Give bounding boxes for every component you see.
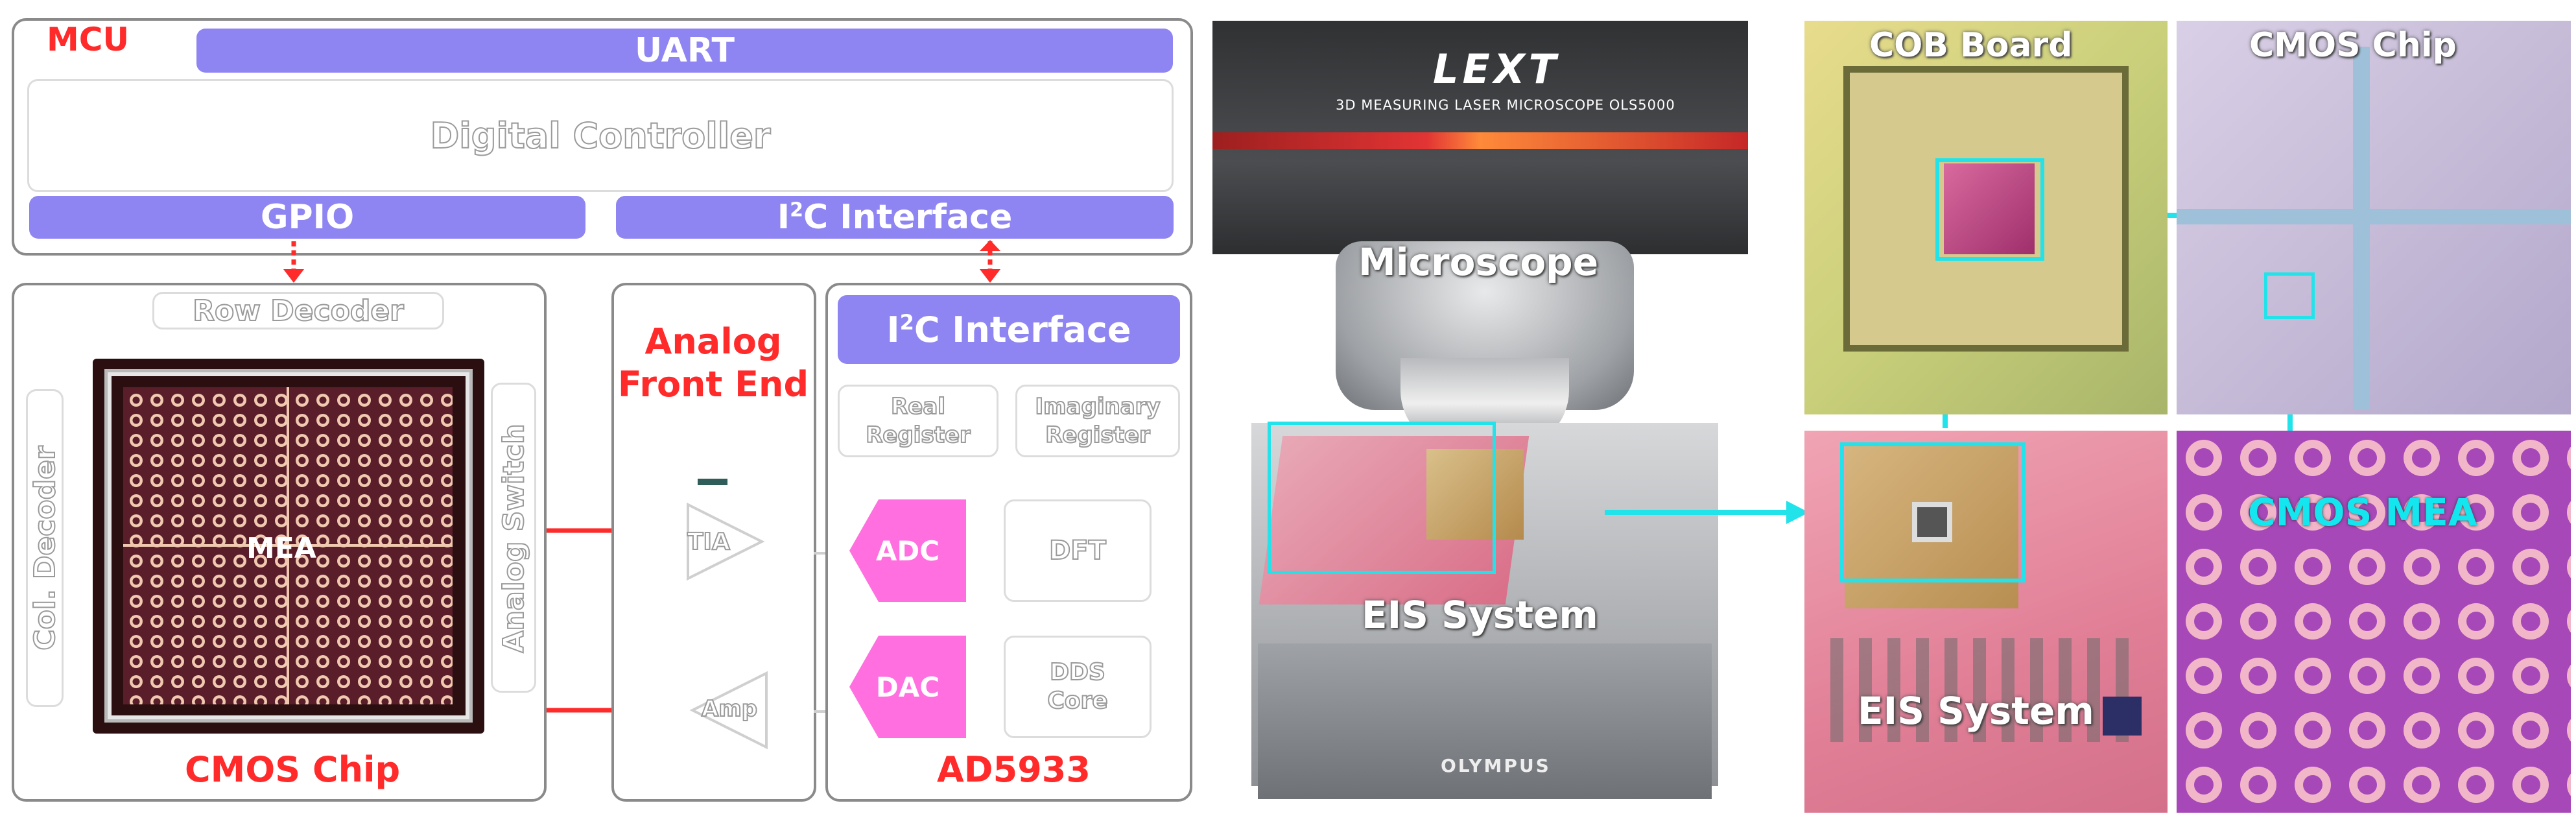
mcu-i2c-bar: I2C Interface	[616, 196, 1174, 239]
dds-line2: Core	[1046, 687, 1108, 715]
dft-block: DFT	[1004, 499, 1152, 602]
eis-ic	[2103, 697, 2142, 736]
uart-bar: UART	[196, 29, 1173, 73]
model-text: 3D MEASURING LASER MICROSCOPE OLS5000	[1336, 97, 1675, 113]
tia-label: TIA	[687, 528, 731, 556]
olympus-logo: OLYMPUS	[1441, 755, 1551, 776]
mea-electrode-array	[123, 387, 453, 704]
afe-marker	[698, 479, 727, 485]
dac-label: DAC	[875, 671, 940, 703]
row-decoder-label: Row Decoder	[192, 294, 405, 328]
eis-system-label: EIS System	[1362, 593, 1598, 637]
mea-chip-rim	[104, 369, 473, 723]
cob-board-photo: COB Board	[1804, 21, 2168, 414]
eis-system-photo-label: EIS System	[1858, 689, 2094, 733]
adc-label: ADC	[875, 534, 940, 567]
imaginary-register-line1: Imaginary	[1034, 393, 1161, 420]
afe-title-line2: Front End	[617, 364, 809, 405]
afe-title-line1: Analog	[644, 321, 782, 362]
cob-board-label: COB Board	[1869, 26, 2073, 65]
amp-triangle	[689, 671, 768, 750]
eis-system-photo: EIS System	[1804, 431, 2168, 813]
row-decoder: Row Decoder	[152, 292, 444, 329]
imaginary-register-line2: Register	[1045, 422, 1151, 449]
ad5933-i2c-bar: I2C Interface	[838, 295, 1180, 364]
microscope-label: Microscope	[1358, 240, 1599, 284]
dds-line1: DDS	[1049, 658, 1106, 686]
mea-label: MEA	[246, 532, 316, 565]
eis-cob-box	[1840, 442, 2026, 582]
cmos-chip-caption: CMOS Chip	[185, 749, 401, 790]
real-register-line1: Real	[890, 393, 946, 420]
digital-controller-label: Digital Controller	[429, 115, 771, 157]
eis-components	[1830, 638, 2129, 742]
amp-label: Amp	[701, 695, 758, 723]
mcu-i2c-label: I2C Interface	[777, 198, 1013, 237]
eis-cob-chip	[1912, 502, 1952, 542]
gpio-label: GPIO	[260, 198, 355, 237]
stage-highlight-box	[1268, 422, 1496, 574]
brand-logo: LEXT	[1433, 45, 1560, 93]
tia-triangle	[687, 502, 765, 581]
cmos-chip-photo-label: CMOS Chip	[2249, 26, 2457, 65]
real-register: Real Register	[838, 385, 998, 457]
gpio-bar: GPIO	[29, 196, 585, 239]
red-stripe	[1212, 132, 1748, 149]
analog-switch	[491, 383, 536, 693]
cmos-chip-cross-v	[2353, 47, 2370, 410]
cmos-chip-region-box	[2264, 272, 2315, 319]
mcu-title: MCU	[47, 21, 130, 58]
cob-on-stage	[1426, 449, 1524, 540]
real-register-line2: Register	[865, 422, 971, 449]
ad5933-i2c-label: I2C Interface	[886, 309, 1131, 350]
cmos-mea-electrodes	[2177, 431, 2571, 813]
cmos-chip-cross-h	[2177, 209, 2571, 224]
cmos-mea-label: CMOS MEA	[2248, 490, 2477, 534]
cob-die-box	[1935, 158, 2044, 261]
dft-label: DFT	[1048, 535, 1107, 566]
digital-controller: Digital Controller	[27, 79, 1174, 192]
col-decoder	[26, 389, 64, 707]
stage-front	[1258, 643, 1712, 799]
uart-label: UART	[634, 31, 735, 70]
ad5933-caption: AD5933	[937, 749, 1091, 790]
cob-die	[1944, 163, 2035, 254]
cmos-mea-photo: CMOS MEA	[2177, 431, 2571, 813]
cmos-chip-photo: CMOS Chip	[2177, 21, 2571, 414]
microscope-photo: LEXT 3D MEASURING LASER MICROSCOPE OLS50…	[1212, 21, 1748, 799]
afe-title: Analog Front End	[616, 320, 810, 406]
dds-core-block: DDS Core	[1004, 636, 1152, 738]
imaginary-register: Imaginary Register	[1015, 385, 1180, 457]
